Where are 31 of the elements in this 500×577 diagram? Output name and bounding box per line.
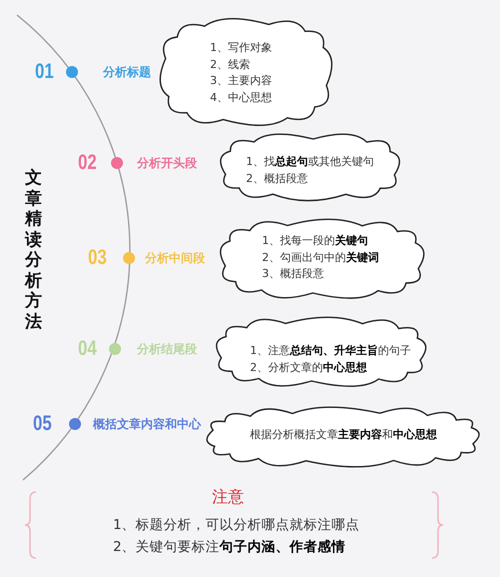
step-label: 分析开头段 — [137, 155, 197, 172]
step-number: 03 — [88, 247, 107, 269]
list-item: 1、注意总结句、升华主旨的句子 — [250, 343, 411, 359]
step-label: 分析标题 — [103, 64, 151, 81]
list-item: 1、写作对象 — [210, 40, 272, 56]
list-item: 2、概括段意 — [246, 170, 308, 186]
list-item: 2、线索 — [210, 56, 250, 72]
note-line: 2、关键句要标注句子内涵、作者感情 — [113, 538, 346, 557]
list-item: 1、找总起句或其他关键句 — [246, 154, 374, 170]
vertical-title: 文章精读分析方法 — [25, 168, 42, 332]
cloud-bubble — [218, 132, 402, 202]
step-number: 01 — [35, 61, 54, 83]
cloud-bubble — [214, 316, 428, 388]
step-label: 分析中间段 — [145, 250, 205, 267]
step-number: 04 — [78, 338, 97, 360]
step-number: 02 — [78, 152, 97, 174]
list-item: 1、找每一段的关键句 — [262, 233, 368, 249]
note-heading: 注意 — [212, 486, 244, 508]
step-label: 分析结尾段 — [137, 341, 197, 358]
list-item: 4、中心思想 — [210, 90, 272, 106]
step-label: 概括文章内容和中心 — [93, 416, 201, 433]
cloud-bubble — [205, 406, 481, 468]
list-item: 3、概括段意 — [262, 266, 324, 282]
list-item: 2、分析文章的中心思想 — [250, 360, 367, 376]
note-line: 1、标题分析，可以分析哪点就标注哪点 — [113, 516, 360, 535]
list-item: 2、勾画出句中的关键词 — [262, 250, 379, 266]
cloud-bubble — [218, 218, 426, 300]
step-number: 05 — [33, 413, 52, 435]
bubble-text: 根据分析概括文章主要内容和中心思想 — [250, 427, 437, 443]
list-item: 3、主要内容 — [210, 73, 272, 89]
cloud-bubble — [158, 17, 334, 127]
